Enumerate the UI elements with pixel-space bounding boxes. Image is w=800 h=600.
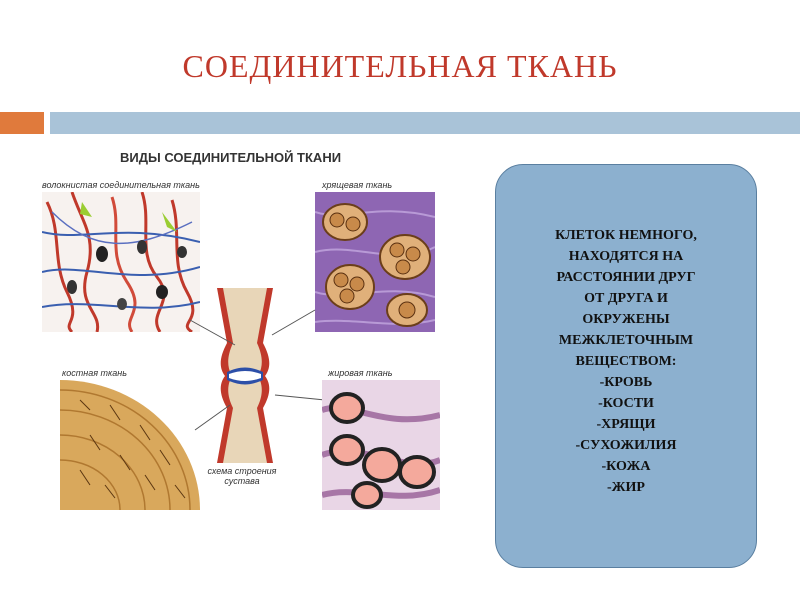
fat-tissue-image [322, 380, 440, 510]
bone-tissue-image [60, 380, 200, 510]
info-line: ВЕЩЕСТВОМ: [496, 351, 756, 372]
info-line: -СУХОЖИЛИЯ [496, 435, 756, 456]
info-line: КЛЕТОК НЕМНОГО, [496, 225, 756, 246]
accent-bar-blue [50, 112, 800, 134]
info-line: -ЖИР [496, 477, 756, 498]
connector-lines [40, 140, 440, 600]
info-line: -ХРЯЩИ [496, 414, 756, 435]
info-line: -КОСТИ [496, 393, 756, 414]
slide-title: СОЕДИНИТЕЛЬНАЯ ТКАНЬ [0, 48, 800, 85]
info-line: ОКРУЖЕНЫ [496, 309, 756, 330]
accent-bar-orange [0, 112, 44, 134]
connective-tissue-figure: ВИДЫ СОЕДИНИТЕЛЬНОЙ ТКАНИ волокнистая со… [40, 140, 440, 600]
info-line: НАХОДЯТСЯ НА [496, 246, 756, 267]
info-text: КЛЕТОК НЕМНОГО, НАХОДЯТСЯ НА РАССТОЯНИИ … [496, 225, 756, 498]
info-line: -КРОВЬ [496, 372, 756, 393]
info-line: ОТ ДРУГА И [496, 288, 756, 309]
info-box: КЛЕТОК НЕМНОГО, НАХОДЯТСЯ НА РАССТОЯНИИ … [495, 164, 757, 568]
info-line: МЕЖКЛЕТОЧНЫМ [496, 330, 756, 351]
info-line: РАССТОЯНИИ ДРУГ [496, 267, 756, 288]
info-line: -КОЖА [496, 456, 756, 477]
